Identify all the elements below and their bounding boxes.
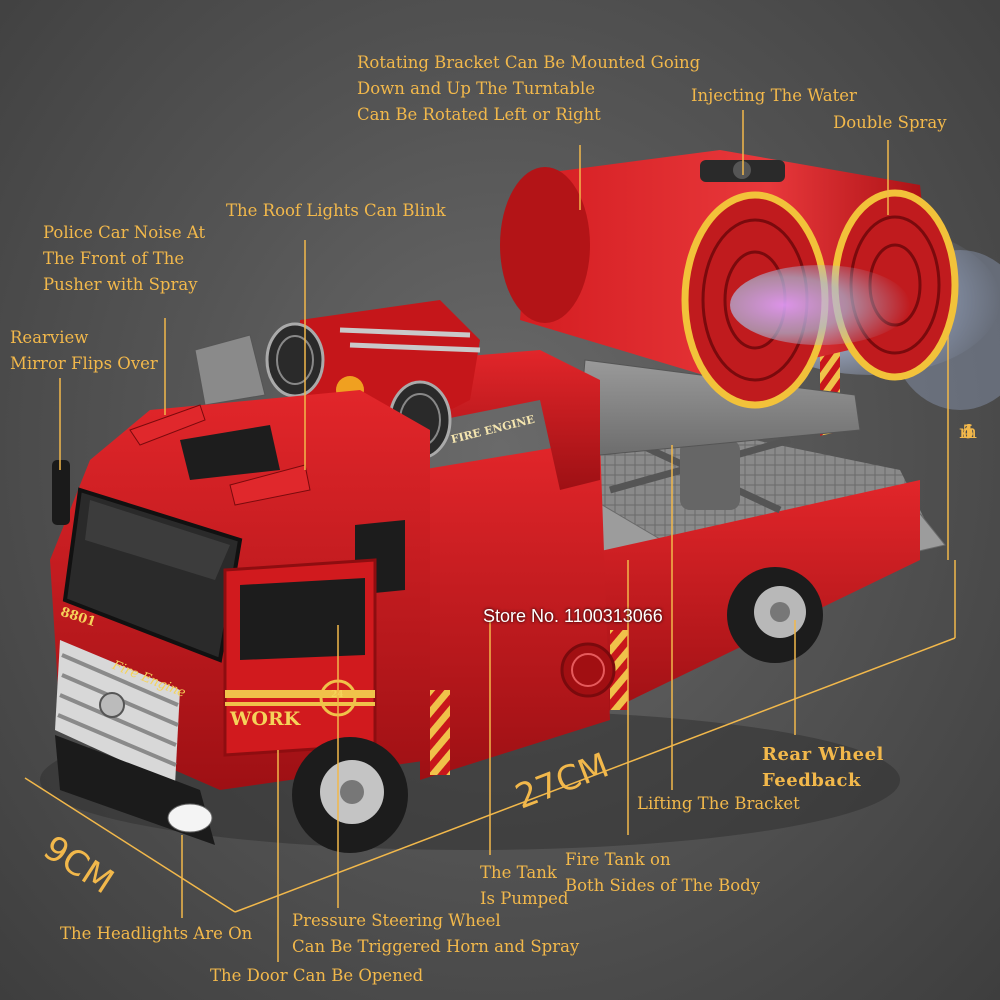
store-watermark: Store No. 1100313066	[483, 606, 663, 626]
label-double-spray: Double Spray	[833, 113, 947, 132]
callout-lines	[24, 110, 956, 962]
label-injecting-water: Injecting The Water	[691, 86, 857, 105]
label-police-noise: Police Car Noise At The Front of The Pus…	[43, 223, 206, 294]
label-fire-tank: Fire Tank on Both Sides of The Body	[565, 850, 761, 895]
label-headlights: The Headlights Are On	[60, 924, 253, 943]
work-marking: WORK	[230, 708, 301, 730]
label-rotating-bracket: Rotating Bracket Can Be Mounted Going Do…	[357, 53, 701, 124]
label-tank-pumped: The Tank Is Pumped	[480, 863, 569, 908]
door-badge: 24	[331, 690, 344, 700]
label-lifting-bracket: Lifting The Bracket	[637, 794, 800, 813]
label-steering-wheel: Pressure Steering Wheel Can Be Triggered…	[292, 911, 580, 956]
truck-body-mid	[420, 440, 610, 780]
front-wheel	[292, 737, 408, 853]
label-door: The Door Can Be Opened	[210, 966, 424, 985]
truck-cab	[50, 390, 430, 845]
rearview-mirror	[52, 460, 70, 525]
rear-wheel	[727, 567, 823, 663]
label-rear-wheel: Rear Wheel Feedback	[762, 744, 884, 791]
side-fan	[560, 642, 616, 698]
label-roof-lights: The Roof Lights Can Blink	[226, 201, 446, 220]
headlight	[167, 803, 213, 833]
label-rearview-mirror: Rearview Mirror Flips Over	[10, 328, 158, 373]
